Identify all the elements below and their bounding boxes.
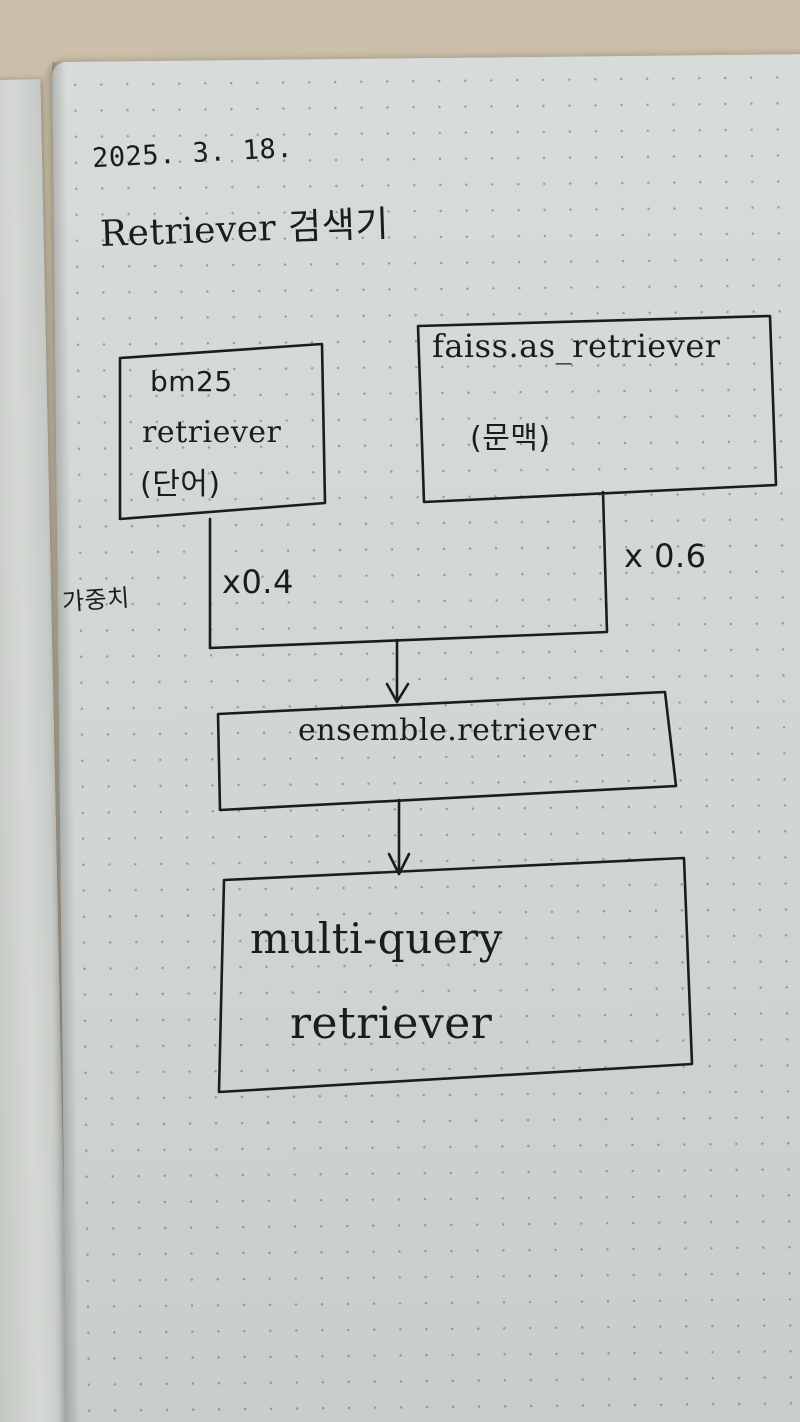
weight-faiss: x 0.6 — [624, 537, 707, 575]
arrow-head-ensemble — [385, 682, 410, 704]
bm25-box-line2: retriever — [142, 415, 282, 450]
arrow-head-multi-query — [387, 852, 411, 876]
multi-query-box-line2: retriever — [290, 998, 493, 1049]
weight-connector — [208, 490, 609, 650]
bm25-box-line3: (단어) — [140, 467, 221, 502]
faiss-box-line1: faiss.as_retriever — [432, 327, 721, 365]
ensemble-box — [216, 690, 678, 812]
weight-bm25: x0.4 — [222, 563, 294, 601]
faiss-box — [416, 314, 778, 504]
bm25-box-line1: bm25 — [150, 365, 233, 398]
bm25-box — [118, 342, 327, 521]
multi-query-box-line1: multi-query — [250, 914, 503, 963]
multi-query-box — [217, 856, 694, 1094]
faiss-box-line2: (문맥) — [470, 421, 551, 456]
weight-label: 가중치 — [61, 583, 131, 617]
ensemble-box-label: ensemble.retriever — [298, 713, 597, 748]
note-title: Retriever 검색기 — [99, 203, 390, 256]
